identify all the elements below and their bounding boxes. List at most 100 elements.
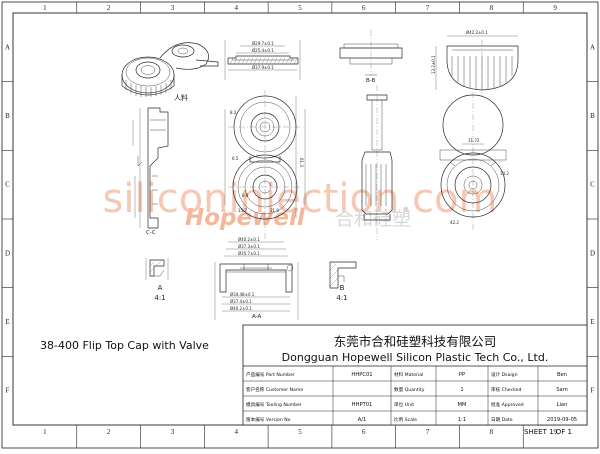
- front-view: 8.2 6.5 61.3 8.9 15.7 21.9: [224, 90, 306, 240]
- row-label-F-left: F: [6, 387, 10, 395]
- tb-right-value-3: Lian: [557, 402, 568, 408]
- dim-left-4: 8.9: [242, 193, 249, 198]
- column-label-7-bottom: 7: [426, 428, 430, 436]
- row-label-E-left: E: [5, 318, 9, 326]
- column-label-6-top: 6: [362, 4, 366, 12]
- column-label-4-top: 4: [234, 4, 238, 12]
- tb-mid-label-2: 数量 Quantity: [394, 386, 425, 393]
- watermark-logo-cn: 合和硅塑: [335, 208, 411, 230]
- column-label-5-bottom: 5: [298, 428, 302, 436]
- company-name-en: Dongguan Hopewell Silicon Plastic Tech C…: [282, 351, 549, 364]
- detail-a: A 4:1: [145, 258, 169, 302]
- section-label-b: B-B: [366, 78, 376, 84]
- row-label-C-left: C: [5, 181, 10, 189]
- column-label-4-bottom: 4: [234, 428, 238, 436]
- section-view-left: C-C: [132, 107, 169, 236]
- column-label-3-bottom: 3: [171, 428, 175, 436]
- tb-mid-value-2: 1: [460, 387, 463, 393]
- dim-left-5: 15.7: [238, 208, 247, 213]
- dim-bottom-2: Ø37.3±0.1: [238, 244, 260, 249]
- column-label-9-top: 9: [553, 4, 557, 12]
- zone-ticks: [2, 2, 598, 448]
- tb-right-label-2: 审核 Checked: [491, 386, 521, 393]
- column-label-2-top: 2: [107, 4, 111, 12]
- detail-a-scale: 4:1: [154, 294, 165, 302]
- isometric-view: 人料: [121, 42, 219, 102]
- row-label-A-left: A: [5, 43, 10, 51]
- section-label-a: A-A: [252, 314, 262, 320]
- row-label-F-right: F: [591, 387, 595, 395]
- section-view-bottom: Ø40.2±0.1 Ø37.3±0.1 Ø35.7±0.1 Ø34.48±0.1…: [214, 237, 299, 320]
- dim-top-3: Ø37.9±0.1: [252, 65, 274, 70]
- tb-mid-value-1: PP: [459, 372, 465, 378]
- column-label-9-bottom: 9: [553, 428, 557, 436]
- bottom-view: 11.72 14.2 42.2: [439, 92, 509, 232]
- detail-b-label: B: [340, 284, 345, 292]
- side-elevation-view: Ø42.2±0.1 13.2±0.1: [431, 30, 519, 96]
- tb-value-1: HHPC01: [351, 372, 372, 378]
- tb-right-label-3: 批准 Approved: [491, 401, 524, 408]
- dim-right-1: 11.72: [468, 138, 480, 143]
- row-label-C-right: C: [590, 181, 595, 189]
- detail-b: B 4:1: [329, 261, 357, 302]
- dim-right-2: 14.2: [500, 171, 509, 176]
- section-view-top: Ø29.7±0.1 Ø25.4±0.1 Ø37.9±0.1: [224, 40, 301, 80]
- dim-left-1: 8.2: [230, 110, 237, 115]
- side-profile-view: [361, 85, 393, 240]
- tb-value-3: HHPT01: [352, 402, 373, 408]
- sheet-number: SHEET 1 OF 1: [524, 428, 572, 436]
- column-label-6-bottom: 6: [362, 428, 366, 436]
- dim-bottom-5: Ø37.4±0.1: [230, 299, 252, 304]
- column-label-8-bottom: 8: [490, 428, 494, 436]
- tb-right-value-2: Sam: [556, 387, 568, 393]
- column-label-1-bottom: 1: [43, 428, 47, 436]
- tb-mid-label-4: 比例 Scale: [394, 416, 417, 423]
- column-label-8-top: 8: [490, 4, 494, 12]
- section-label-c: C-C: [146, 230, 156, 236]
- tb-mid-value-4: 1:1: [458, 417, 466, 423]
- detail-b-scale: 4:1: [336, 294, 347, 302]
- tb-label-1: 产品编号 Part Number: [246, 371, 295, 378]
- tb-label-4: 版本编号 Version No: [246, 416, 291, 423]
- column-label-7-top: 7: [426, 4, 430, 12]
- row-label-D-left: D: [5, 249, 10, 257]
- watermark-text: siliconinjection.com: [103, 176, 498, 222]
- company-name-cn: 东莞市合和硅塑科技有限公司: [334, 334, 497, 349]
- section-view-side: B-B: [339, 30, 403, 84]
- tb-label-2: 客户名称 Customer Name: [246, 386, 303, 393]
- dim-right-3: 42.2: [450, 220, 459, 225]
- dim-left-3: 61.3: [299, 158, 304, 167]
- dim-side-2: 13.2±0.1: [431, 55, 436, 74]
- dim-top-1: Ø29.7±0.1: [252, 41, 274, 46]
- tb-mid-label-1: 材料 Material: [394, 371, 423, 378]
- column-label-2-bottom: 2: [107, 428, 111, 436]
- dim-bottom-6: Ø40.2±0.1: [230, 306, 252, 311]
- row-label-B-left: B: [5, 112, 10, 120]
- dim-bottom-1: Ø40.2±0.1: [238, 237, 260, 242]
- tb-mid-value-3: MM: [458, 402, 467, 408]
- tb-mid-label-3: 单位 Unit: [394, 401, 414, 408]
- row-label-B-right: B: [590, 112, 595, 120]
- title-block: 东莞市合和硅塑科技有限公司 Dongguan Hopewell Silicon …: [242, 324, 588, 436]
- column-label-1-top: 1: [43, 4, 47, 12]
- dim-side-1: Ø42.2±0.1: [466, 30, 488, 35]
- column-label-5-top: 5: [298, 4, 302, 12]
- drawing-title: 38-400 Flip Top Cap with Valve: [40, 339, 209, 352]
- dim-bottom-4: Ø34.48±0.1: [230, 292, 255, 297]
- watermark-logo: Hopewell: [185, 205, 306, 231]
- dim-left-2: 6.5: [232, 156, 239, 161]
- tb-right-value-1: Ben: [557, 372, 567, 378]
- column-label-3-top: 3: [171, 4, 175, 12]
- row-label-D-right: D: [590, 249, 595, 257]
- tb-value-4: A/1: [358, 417, 367, 423]
- tb-right-label-4: 日期 Date: [491, 417, 513, 423]
- dim-left-6: 21.9: [270, 208, 279, 213]
- tb-right-label-1: 设计 Dsaign: [491, 371, 518, 378]
- row-label-E-right: E: [590, 318, 594, 326]
- dim-top-2: Ø25.4±0.1: [252, 48, 274, 53]
- dim-bottom-3: Ø35.7±0.1: [238, 251, 260, 256]
